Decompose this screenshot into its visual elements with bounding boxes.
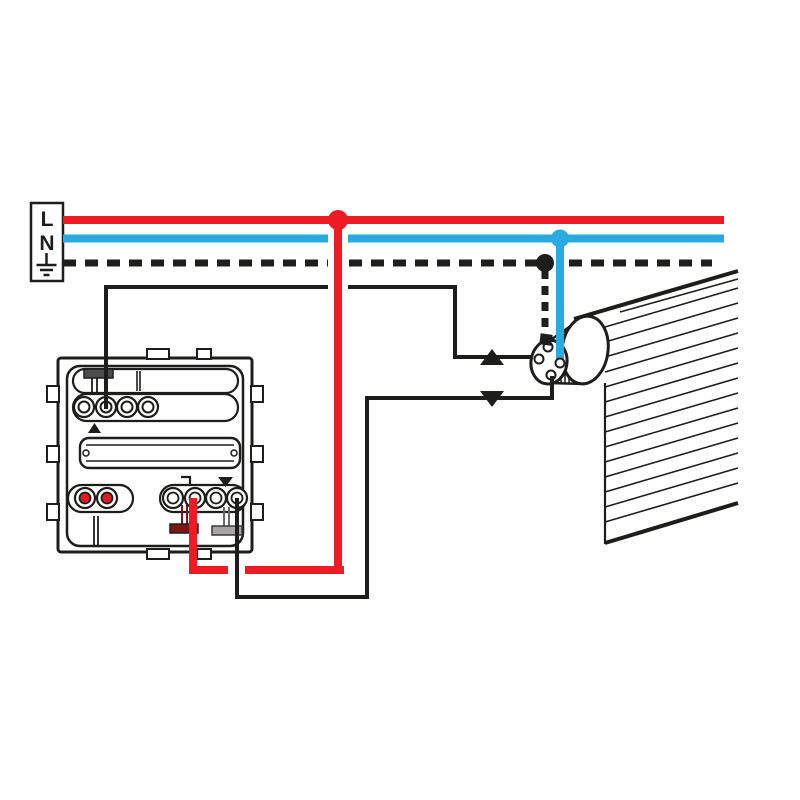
neutral-junction-dot [551,229,569,248]
gray-wire-clamp-stem [223,507,230,526]
tube-motor-head [529,314,610,386]
load-terminal-block [158,483,249,514]
shutter-curtain [573,269,739,545]
earth-junction-dot [536,254,554,272]
earth-icon [36,253,57,277]
down-arrow-marker-icon [218,477,233,487]
neutral-label: N [39,232,54,255]
phase-junction-dot [328,210,348,230]
curtain-slats [604,287,739,523]
motor-terminal-hole [533,353,545,365]
up-arrow-icon [480,349,504,365]
curtain-bottom-rail [604,501,739,545]
common-terminal-marker-icon [181,475,192,485]
down-arrow-icon [480,391,504,407]
gray-wire-clamp [211,525,243,536]
up-arrow-marker-icon [88,423,101,433]
motor-terminal-hole [554,357,566,369]
clamp-band-divider [136,371,141,391]
top-wire-clamp [83,368,114,379]
red-wire-clamp-stem [181,505,188,524]
switch-mechanism [46,348,264,560]
switch-frame-claws [46,348,264,560]
wiring [63,210,724,599]
lower-slot [93,516,99,546]
supply-box: L N [29,201,65,283]
up-control-wire [104,285,531,409]
ground-connector-square [539,333,553,346]
top-terminal-block [71,392,240,423]
red-wire-clamp [169,523,199,534]
down-control-wire [235,376,554,599]
rocker-bar [78,436,242,470]
phase-feed-wire [189,498,344,574]
phase-label: L [41,208,54,231]
phase-terminal-block [66,483,135,514]
